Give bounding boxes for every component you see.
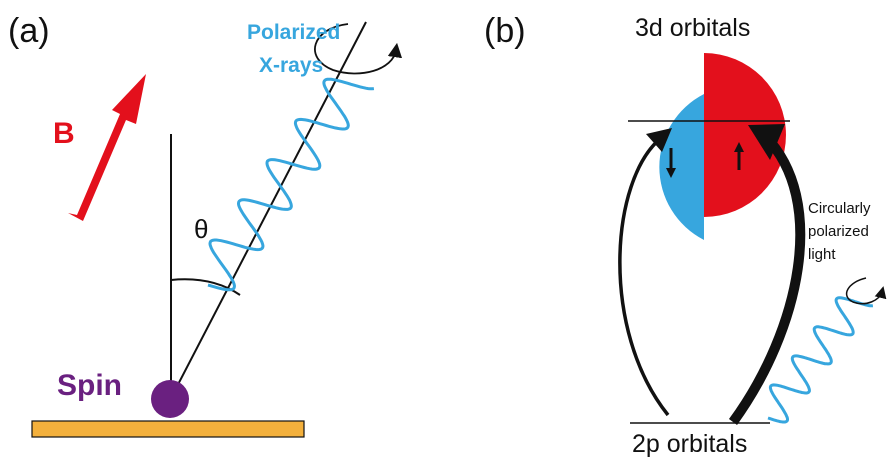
light-label-line1: Circularly — [808, 200, 871, 217]
rotation-arrow-icon — [314, 23, 403, 75]
light-rotation-arrow-icon — [845, 277, 887, 305]
light-label-line3: light — [808, 246, 836, 263]
wave-icon — [207, 77, 375, 292]
thin-arrowhead-icon — [646, 128, 672, 152]
spin-up-orbital — [704, 53, 786, 217]
angle-label: θ — [194, 214, 208, 244]
field-label: B — [53, 117, 75, 150]
beam-axis — [170, 21, 367, 399]
up-arrow-icon — [734, 142, 744, 170]
light-label-line2: polarized — [808, 223, 869, 240]
bottom-orbital-label: 2p orbitals — [632, 430, 747, 457]
panel-a-label: (a) — [8, 12, 50, 50]
thin-transition-arrow — [618, 136, 670, 417]
angle-arc — [170, 278, 241, 296]
xray-label-line2: X-rays — [259, 54, 323, 77]
top-orbital-label: 3d orbitals — [635, 14, 750, 42]
substrate — [31, 420, 305, 438]
xray-label-line1: Polarized — [247, 21, 340, 44]
thick-transition-arrow — [728, 132, 806, 425]
spin-ball-icon — [151, 380, 189, 418]
down-arrow-icon — [666, 148, 676, 178]
thick-arrowhead-icon — [748, 124, 785, 160]
field-arrow-icon — [68, 74, 146, 221]
light-wave-icon — [767, 296, 874, 424]
panel-b-label: (b) — [484, 12, 526, 50]
spin-label: Spin — [57, 369, 122, 402]
spin-down-orbital — [659, 94, 704, 240]
